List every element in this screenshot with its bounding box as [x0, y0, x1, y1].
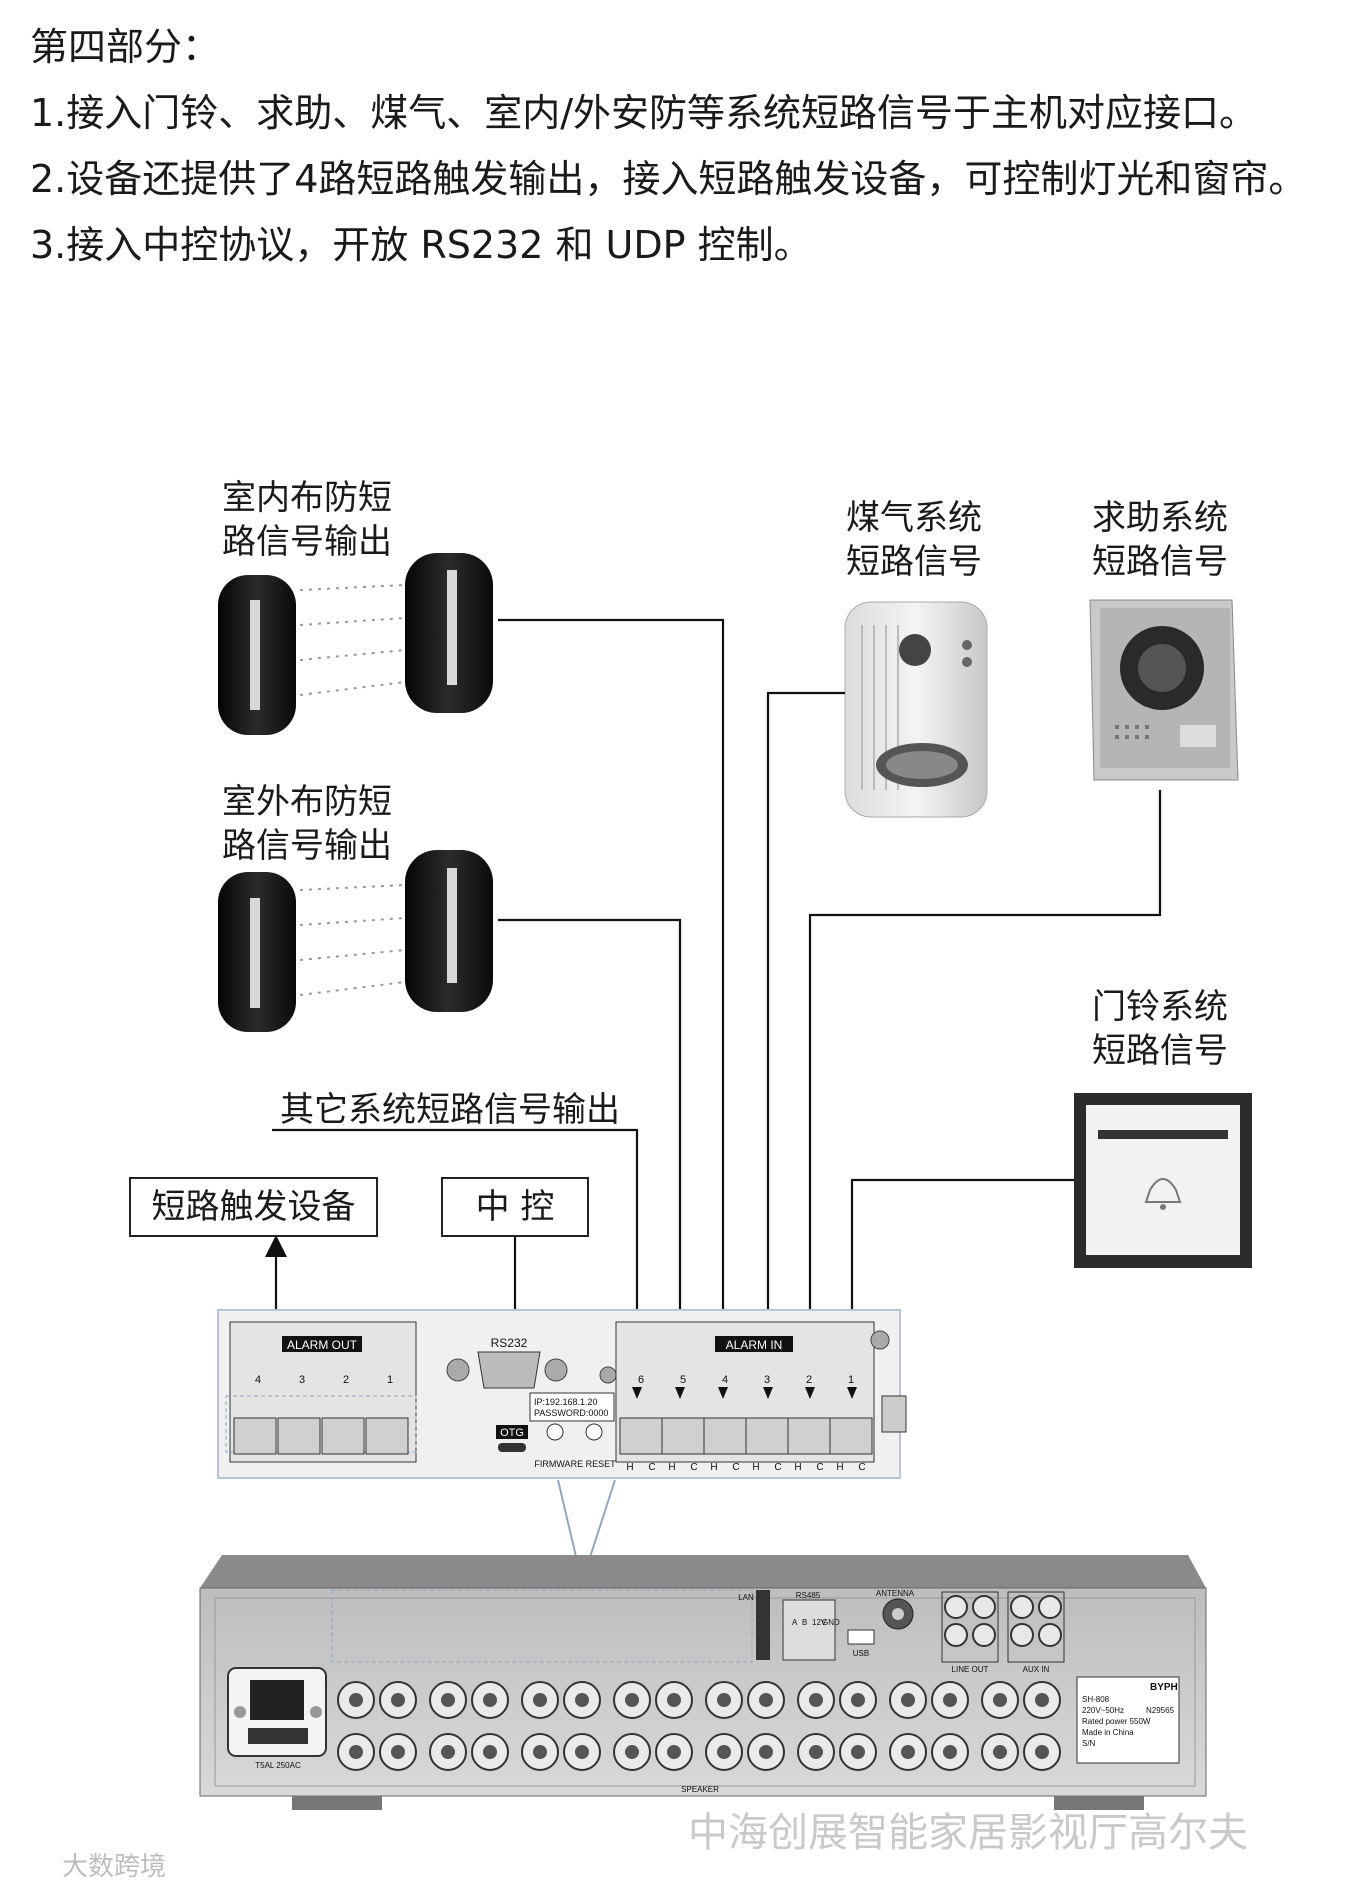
amplifier-unit [199, 1555, 1207, 1810]
rs485-label: RS485 [796, 1591, 821, 1600]
out-num-2: 2 [343, 1374, 349, 1386]
firmware-label: FIRMWARE RESET [534, 1459, 616, 1469]
rs485-b: B [802, 1618, 807, 1627]
spec-line: Rated power 550W [1082, 1717, 1151, 1726]
outdoor-label-line-1: 室外布防短 [222, 782, 392, 822]
rs232-label: RS232 [491, 1336, 528, 1350]
hc-label: C [816, 1462, 823, 1473]
spec-line: SH-808 [1082, 1695, 1110, 1704]
help-label-line-1: 求助系统 [1092, 498, 1228, 538]
alarm-out-label: ALARM OUT [287, 1338, 358, 1352]
antenna-label: ANTENNA [876, 1589, 915, 1598]
spec-line: Made in China [1082, 1728, 1134, 1737]
indoor-label-line-2: 路信号输出 [222, 522, 392, 562]
hc-label: C [690, 1462, 697, 1473]
in-num-4: 4 [722, 1374, 728, 1386]
rs485-gnd: GND [822, 1618, 840, 1627]
hc-label: C [774, 1462, 781, 1473]
line-out-label: LINE OUT [952, 1665, 989, 1674]
hc-label: H [752, 1462, 759, 1473]
in-num-5: 5 [680, 1374, 686, 1386]
in-num-1: 1 [848, 1374, 854, 1386]
hc-label: H [794, 1462, 801, 1473]
hc-label: C [858, 1462, 865, 1473]
speaker-label: SPEAKER [681, 1785, 719, 1794]
doorbell-label-line-1: 门铃系统 [1092, 987, 1228, 1027]
watermark-text: 中海创展智能家居影视厅高尔夫 [688, 1810, 1248, 1856]
in-num-3: 3 [764, 1374, 770, 1386]
alarm-in-label: ALARM IN [726, 1338, 783, 1352]
intro-text: 第四部分： 1.接入门铃、求助、煤气、室内/外安防等系统短路信号于主机对应接口。… [30, 14, 1306, 278]
otg-label: OTG [500, 1427, 524, 1439]
spec-line: 220V~50Hz [1082, 1706, 1124, 1715]
hc-label: C [648, 1462, 655, 1473]
trigger-device-box: 短路触发设备 [129, 1177, 378, 1237]
gas-label: 煤气系统 短路信号 [846, 496, 982, 584]
gas-detector [844, 601, 988, 818]
outdoor-label-line-2: 路信号输出 [222, 826, 392, 866]
hc-label: H [626, 1462, 633, 1473]
hc-label: H [836, 1462, 843, 1473]
intro-item-2: 2.设备还提供了4路短路触发输出，接入短路触发设备，可控制灯光和窗帘。 [30, 157, 1307, 201]
section-heading: 第四部分： [30, 25, 221, 69]
aux-in-label: AUX IN [1023, 1665, 1050, 1674]
intro-item-3: 3.接入中控协议，开放 RS232 和 UDP 控制。 [30, 223, 812, 267]
hc-label: C [732, 1462, 739, 1473]
doorbell-panel [1074, 1093, 1252, 1268]
rs485-a: A [792, 1618, 798, 1627]
spec-line: S/N [1082, 1739, 1096, 1748]
in-num-6: 6 [638, 1374, 644, 1386]
out-num-1: 1 [387, 1374, 393, 1386]
ip-text: IP:192.168.1.20 [534, 1397, 598, 1407]
out-num-4: 4 [255, 1374, 261, 1386]
help-label: 求助系统 短路信号 [1092, 496, 1228, 584]
hc-label: H [668, 1462, 675, 1473]
brand-logo: BYPH [1150, 1682, 1178, 1693]
intro-item-1: 1.接入门铃、求助、煤气、室内/外安防等系统短路信号于主机对应接口。 [30, 91, 1258, 135]
indoor-detector [218, 553, 493, 735]
indoor-label-line-1: 室内布防短 [222, 478, 392, 518]
gas-label-line-1: 煤气系统 [846, 498, 982, 538]
lan-label: LAN [738, 1593, 754, 1602]
usb-label: USB [853, 1649, 869, 1658]
help-label-line-2: 短路信号 [1092, 542, 1228, 582]
indoor-label: 室内布防短 路信号输出 [222, 476, 392, 564]
gas-label-line-2: 短路信号 [846, 542, 982, 582]
spec-code: N29565 [1146, 1706, 1175, 1715]
rs485-12v: 12V [812, 1618, 827, 1627]
doorbell-label-line-2: 短路信号 [1092, 1031, 1228, 1071]
help-station [1089, 599, 1239, 781]
in-num-2: 2 [806, 1374, 812, 1386]
outdoor-label: 室外布防短 路信号输出 [222, 780, 392, 868]
fuse-label: T5AL 250AC [255, 1761, 301, 1770]
out-num-3: 3 [299, 1374, 305, 1386]
doorbell-label: 门铃系统 短路信号 [1092, 985, 1228, 1073]
terminal-panel [217, 1309, 907, 1479]
signal-wires [272, 618, 1162, 1387]
corner-watermark: 大数跨境 [62, 1852, 167, 1882]
hc-label: H [710, 1462, 717, 1473]
outdoor-detector [218, 850, 493, 1032]
other-system-label: 其它系统短路信号输出 [280, 1090, 620, 1130]
central-control-box: 中 控 [441, 1177, 589, 1237]
password-text: PASSWORD:0000 [534, 1408, 608, 1418]
